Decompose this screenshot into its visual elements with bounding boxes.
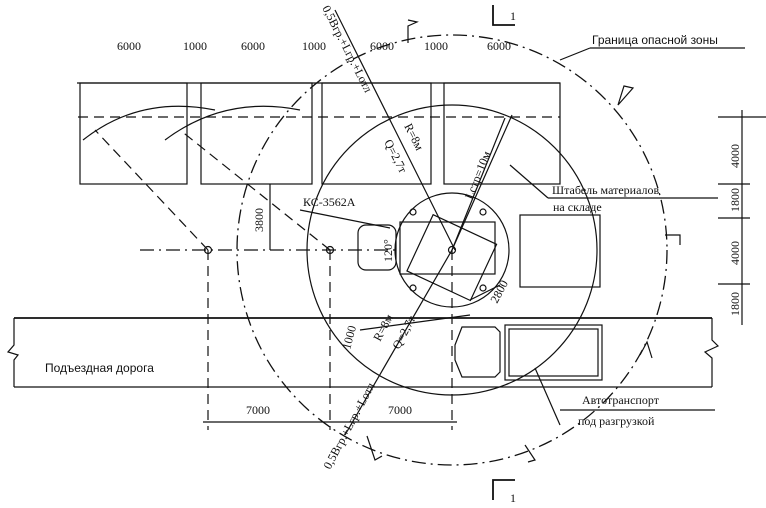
short-dimension: 1000	[339, 324, 359, 351]
top-dimension-labels: 6000 1000 6000 1000 6000 1000 6000	[117, 39, 511, 53]
boom-line	[451, 114, 513, 251]
dim-line	[469, 284, 501, 301]
crane-reach-circle	[306, 104, 598, 396]
crane-stop-1	[203, 245, 213, 255]
upper-radius-label: R=8м	[401, 121, 427, 153]
reach-arc-2	[164, 105, 301, 141]
dim-label: 6000	[370, 39, 394, 53]
dim-label: 7000	[388, 403, 412, 417]
dim-label: 1800	[728, 292, 742, 316]
section-number: 1	[510, 491, 516, 505]
truck-body	[504, 324, 603, 381]
offset-dimension: 3800	[252, 208, 266, 232]
dim-label: 6000	[241, 39, 265, 53]
dim-label: 7000	[246, 403, 270, 417]
cell-1	[79, 82, 188, 185]
crane-label: КС-3562А	[303, 195, 356, 209]
access-road	[6, 317, 720, 388]
dim-label: 1000	[302, 39, 326, 53]
outrigger	[479, 208, 487, 216]
road-label: Подъездная дорога	[45, 361, 154, 375]
outrigger	[409, 284, 417, 292]
warehouse-cells	[77, 82, 766, 185]
dim-label: 4000	[728, 144, 742, 168]
stack-label: Штабель материалов	[552, 183, 659, 197]
dim-label: 6000	[487, 39, 511, 53]
dim-label: 1800	[728, 188, 742, 212]
truck-label-2: под разгрузкой	[578, 414, 655, 428]
angle-label: 120°	[381, 239, 395, 262]
danger-zone-boundary	[236, 34, 668, 466]
upper-formula-label: 0,5Bгр.+Lгр.+Lотл	[319, 3, 375, 95]
cell-2	[200, 82, 313, 185]
truck-bed	[508, 328, 599, 377]
reach-line-1	[94, 129, 209, 251]
section-mark-top: 1	[492, 5, 516, 26]
boom-line	[451, 117, 506, 251]
leader-line	[559, 47, 591, 61]
dim-label: 4000	[728, 241, 742, 265]
truck	[454, 324, 603, 381]
flag-markers	[366, 19, 681, 463]
right-dimensions: 4000 1800 4000 1800	[718, 110, 750, 325]
dim-label: 6000	[117, 39, 141, 53]
leader-line	[299, 209, 391, 229]
leader-line	[509, 164, 549, 199]
truck-label: Автотранспорт	[582, 393, 660, 407]
truck-cab	[454, 326, 501, 378]
section-mark-bottom: 1	[492, 479, 516, 505]
stack-label-2: на складе	[553, 200, 602, 214]
section-number: 1	[510, 9, 516, 23]
cell-3	[321, 82, 432, 185]
reach-arc-1	[82, 105, 216, 141]
crane-kc-3562a: 120°	[357, 208, 498, 302]
cell-4	[443, 82, 561, 185]
crane-width-dimension: 2800	[487, 278, 511, 306]
material-stack	[519, 214, 601, 288]
upper-radius-line	[334, 9, 456, 251]
lower-radius-line	[344, 249, 453, 436]
upper-load-label: Q=2,7т	[381, 137, 410, 176]
boom-length-label: Lстр=10м	[462, 149, 494, 201]
crane-stop-2	[325, 245, 335, 255]
crane-rotation-circle	[394, 192, 510, 308]
leader-line	[534, 367, 561, 426]
crane-turntable	[406, 213, 498, 302]
outrigger	[479, 284, 487, 292]
dim-label: 1000	[424, 39, 448, 53]
crane-body	[399, 221, 496, 275]
danger-zone-label: Граница опасной зоны	[592, 33, 718, 47]
dim-label: 1000	[183, 39, 207, 53]
crane-pivot	[447, 245, 457, 255]
reach-line-2	[179, 129, 331, 251]
outrigger	[409, 208, 417, 216]
